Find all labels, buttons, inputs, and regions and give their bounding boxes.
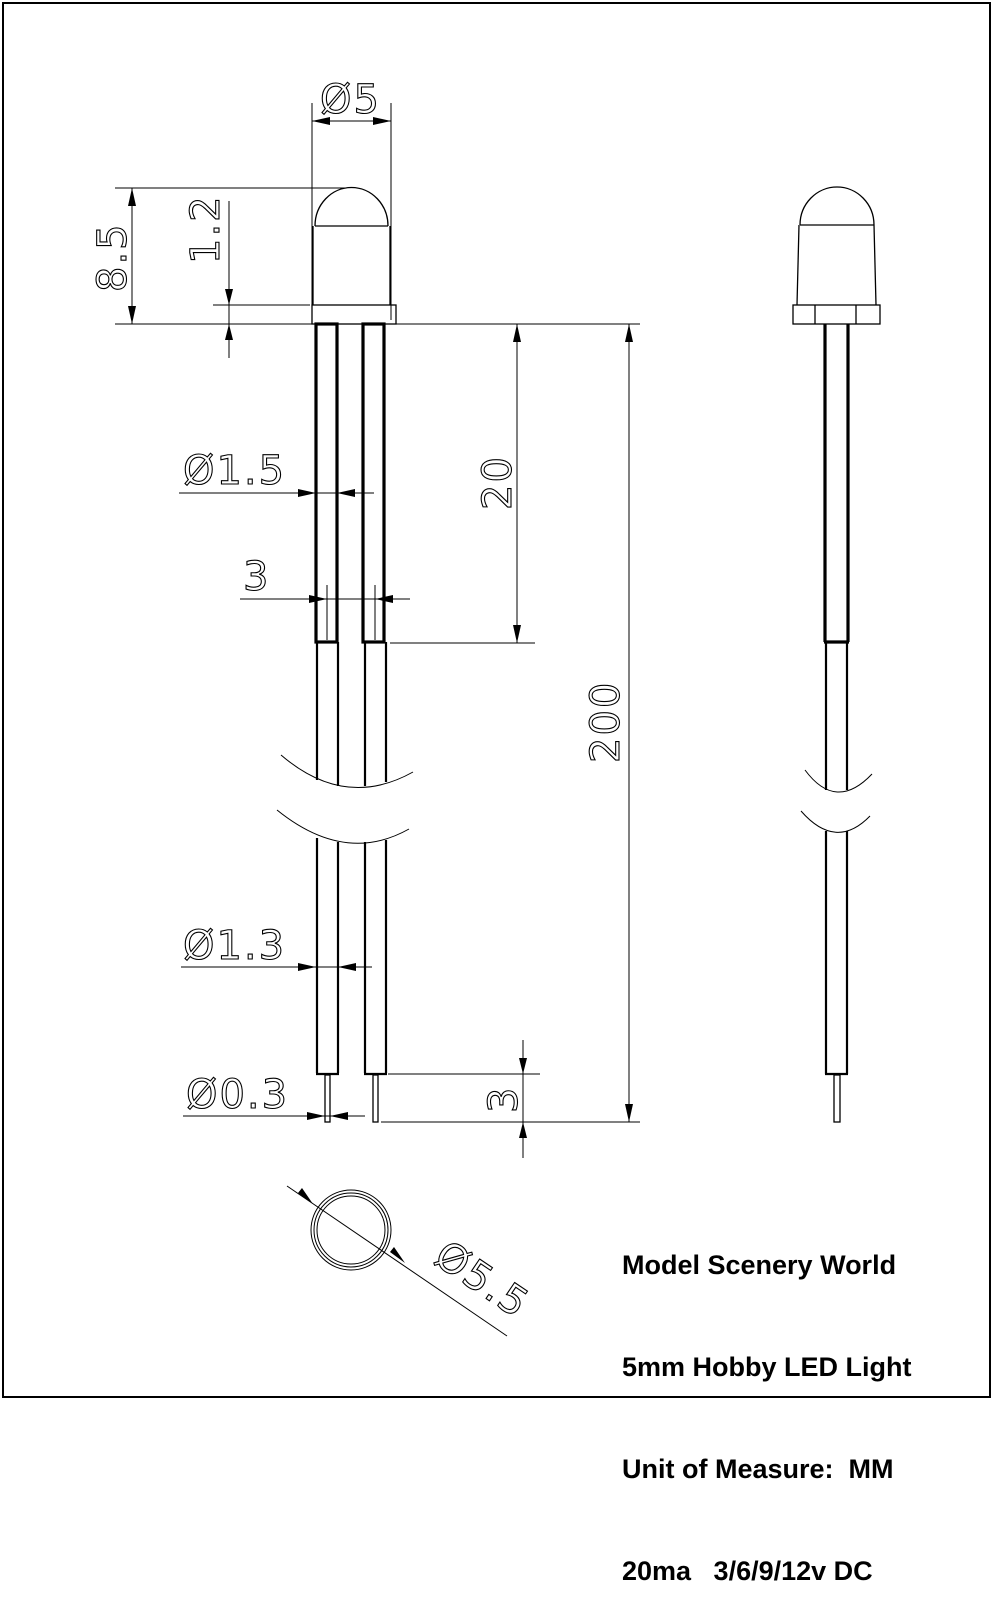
info-product: 5mm Hobby LED Light — [622, 1352, 912, 1382]
side-view — [792, 186, 881, 1123]
dim-flange-height: 1.2 — [182, 194, 310, 358]
technical-drawing: Ø5 8.5 1.2 Ø1.5 3 20 — [2, 2, 991, 1398]
insulation-diameter-label: Ø1.5 — [183, 448, 286, 494]
dim-pin-diameter: Ø0.3 — [183, 1071, 365, 1120]
lead-spacing-label: 3 — [243, 554, 270, 600]
dim-leg-length: 20 — [390, 324, 535, 644]
lens-diameter-label: Ø5 — [320, 77, 381, 123]
dim-insulation-diameter: Ø1.5 — [179, 447, 374, 497]
info-electrical: 20ma 3/6/9/12v DC — [622, 1556, 873, 1586]
info-company: Model Scenery World — [622, 1250, 897, 1280]
flange-diameter-label: Ø5.5 — [426, 1232, 537, 1328]
dim-total-head-height: 8.5 — [89, 187, 345, 324]
pin-length-label: 3 — [481, 1086, 527, 1113]
top-view: Ø5.5 — [286, 1185, 538, 1337]
break-line-bottom — [276, 809, 410, 844]
dim-lead-spacing: 3 — [240, 553, 410, 603]
pin-right — [372, 1074, 379, 1123]
product-info-block: Model Scenery World 5mm Hobby LED Light … — [622, 1180, 912, 1622]
flange-height-label: 1.2 — [183, 194, 229, 264]
wires-lower — [315, 838, 388, 1076]
front-view — [115, 186, 640, 1123]
total-length-label: 200 — [583, 681, 629, 763]
led-leads-upper — [314, 322, 386, 644]
dim-wire-diameter: Ø1.3 — [181, 922, 372, 971]
wire-diameter-label: Ø1.3 — [183, 923, 286, 969]
pin-left — [324, 1074, 331, 1123]
page-border — [2, 2, 991, 1398]
dim-lens-diameter: Ø5 — [311, 76, 392, 320]
head-height-label: 8.5 — [90, 222, 136, 292]
led-lens-dome — [314, 186, 389, 227]
leg-length-label: 20 — [475, 455, 521, 510]
dim-pin-length: 3 — [381, 1040, 640, 1158]
wires-upper — [315, 642, 388, 786]
dim-total-length: 200 — [582, 324, 633, 1122]
led-flange — [311, 304, 397, 325]
info-units: Unit of Measure: MM — [622, 1454, 894, 1484]
break-line-top — [280, 754, 414, 788]
pin-diameter-label: Ø0.3 — [186, 1072, 289, 1118]
